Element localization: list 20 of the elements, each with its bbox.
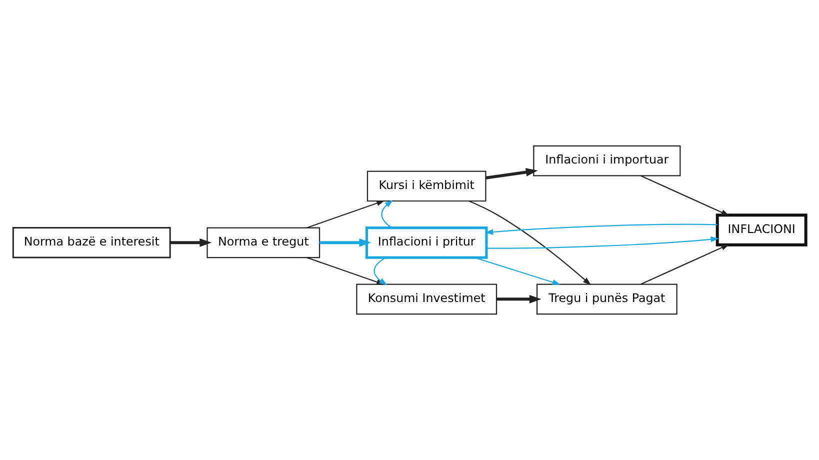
- node-box: Tregu i punës Pagat: [536, 284, 678, 315]
- node-box: Norma e tregut: [206, 227, 320, 258]
- arrow: [170, 238, 212, 247]
- arrow: [486, 168, 538, 180]
- arrow: [468, 200, 591, 286]
- arrow: [496, 294, 542, 304]
- arrow: [306, 200, 385, 228]
- node-box: Inflacioni i importuar: [533, 145, 681, 176]
- node-box: INFLACIONI: [716, 214, 808, 246]
- arrow: [640, 244, 730, 285]
- arrow: [474, 257, 561, 286]
- node-box: Kursi i këmbimit: [366, 170, 486, 202]
- arrow: [486, 236, 719, 249]
- arrow: [484, 224, 718, 235]
- node-box: Konsumi Investimet: [356, 284, 498, 315]
- node-box: Norma bazë e interesit: [12, 227, 171, 258]
- arrow: [381, 200, 394, 228]
- arrow: [640, 175, 730, 216]
- node-box: Inflacioni i pritur: [365, 226, 488, 259]
- arrow: [320, 238, 372, 247]
